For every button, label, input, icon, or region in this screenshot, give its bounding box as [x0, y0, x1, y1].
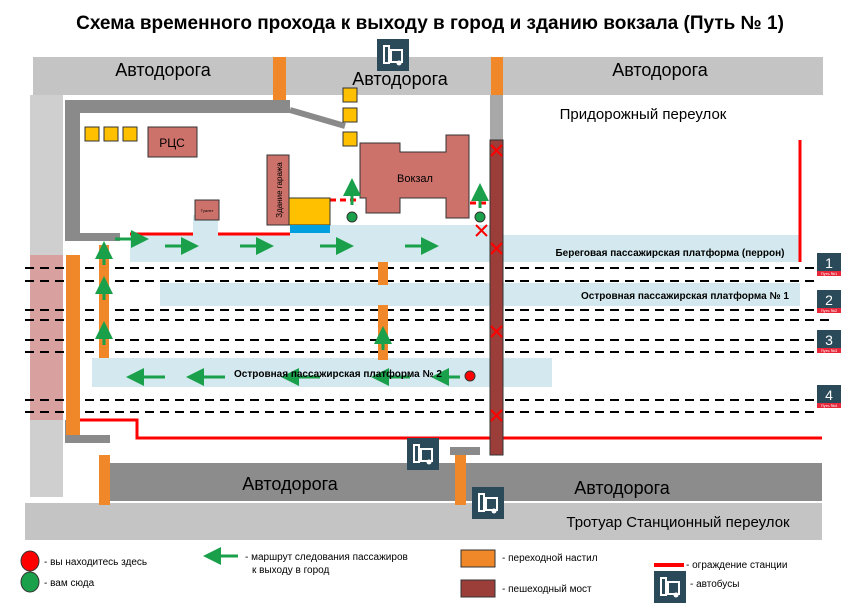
svg-text:2: 2 — [825, 292, 833, 308]
legend-bus-icon — [653, 570, 687, 604]
coastal-platform-label: Береговая пассажирская платформа (перрон… — [555, 247, 784, 259]
title: Схема временного прохода к выходу в горо… — [76, 13, 784, 34]
svg-text:Путь №1: Путь №1 — [821, 271, 838, 276]
station-building — [359, 134, 470, 219]
svg-text:4: 4 — [825, 387, 833, 403]
island-platform-1 — [160, 283, 800, 306]
svg-text:1: 1 — [825, 255, 833, 271]
svg-text:3: 3 — [825, 332, 833, 348]
svg-text:Путь №4: Путь №4 — [821, 403, 838, 408]
svg-text:Путь №2: Путь №2 — [821, 308, 838, 313]
pedestrian-bridge — [489, 139, 504, 456]
island1-label: Островная пассажирская платформа № 1 — [581, 290, 789, 302]
legend-go: - вам сюда — [44, 578, 95, 589]
tracks — [25, 267, 830, 413]
street-label: Придорожный переулок — [560, 106, 727, 123]
road-label: Автодорога — [574, 478, 671, 498]
crossing-decks — [66, 57, 503, 505]
road-top — [33, 57, 823, 95]
you-are-here-marker — [464, 370, 476, 382]
street-label: Тротуар Станционный переулок — [566, 514, 790, 531]
road-label: Автодорога — [612, 60, 709, 80]
legend-bus: - автобусы — [690, 578, 739, 590]
toilet-building — [194, 199, 220, 221]
legend-bridge: - пешеходный мост — [502, 584, 592, 595]
wall — [65, 100, 290, 113]
track-markers — [817, 253, 841, 408]
sidewalk-bottom — [25, 503, 822, 540]
garage-building — [266, 154, 290, 226]
road-label: Автодорога — [242, 474, 339, 494]
bus-icon — [376, 38, 410, 72]
legend-fence: - ограждение станции — [686, 560, 787, 571]
rcs-building — [147, 126, 198, 158]
closed-marks — [475, 144, 503, 422]
legend-here: - вы находитесь здесь — [44, 557, 147, 568]
station-label: Вокзал — [397, 173, 433, 185]
island2-label: Островная пассажирская платформа № 2 — [234, 368, 442, 380]
svg-text:Путь №3: Путь №3 — [821, 348, 838, 353]
destination-marker — [474, 211, 486, 223]
bus-icon — [471, 486, 505, 520]
island-platform-2 — [92, 358, 552, 387]
legend-route: к выходу в город — [252, 565, 329, 576]
road-label: Автодорога — [352, 69, 449, 89]
coastal-platform — [130, 235, 800, 262]
rcs-label: РЦС — [159, 136, 185, 150]
left-band-pink — [30, 255, 63, 420]
toilet-label: Туалет — [201, 208, 214, 213]
bus-icon — [406, 437, 440, 471]
station-fence — [80, 140, 822, 440]
legend-deck: - переходной настил — [502, 553, 598, 564]
wall — [65, 100, 80, 240]
route-arrows — [95, 178, 489, 386]
garage-label: Здание гаража — [275, 162, 284, 218]
destination-marker — [346, 211, 358, 223]
road-label: Автодорога — [115, 60, 212, 80]
legend-route: - маршрут следования пассажиров — [245, 552, 408, 563]
